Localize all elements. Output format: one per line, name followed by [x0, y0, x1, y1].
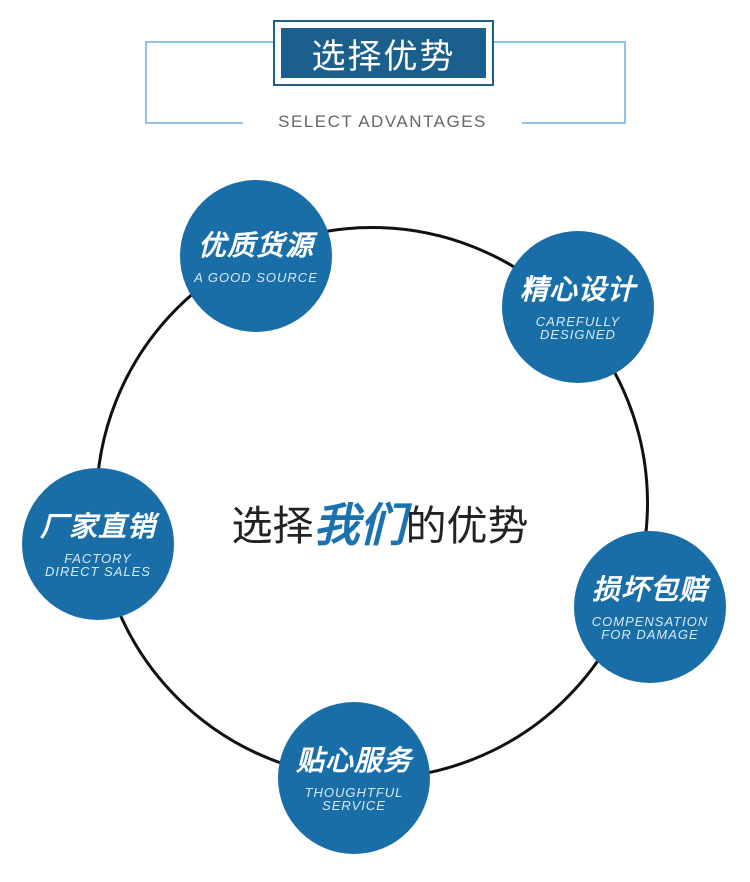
advantage-carefully-designed: 精心设计 CAREFULLY DESIGNED	[502, 231, 654, 383]
advantage-compensation: 损坏包赔 COMPENSATION FOR DAMAGE	[574, 531, 726, 683]
advantage-subtitle: THOUGHTFUL SERVICE	[304, 785, 404, 813]
title-box: 选择优势	[273, 20, 494, 86]
advantage-title: 优质货源	[197, 228, 314, 262]
center-heading-highlight: 我们	[313, 498, 406, 552]
advantage-title: 精心设计	[519, 273, 636, 306]
advantage-title: 厂家直销	[39, 510, 156, 543]
center-heading-suffix: 的优势	[405, 502, 529, 550]
advantage-thoughtful-service: 贴心服务 THOUGHTFUL SERVICE	[278, 702, 430, 854]
header-frame-left-rule	[145, 122, 243, 124]
advantage-title: 贴心服务	[295, 744, 412, 777]
header-frame-right-rule	[522, 122, 626, 124]
page-subtitle: SELECT ADVANTAGES	[278, 112, 487, 131]
center-heading-prefix: 选择	[231, 502, 314, 550]
page-title: 选择优势	[281, 28, 486, 78]
advantage-subtitle: A GOOD SOURCE	[194, 269, 318, 285]
advantage-good-source: 优质货源 A GOOD SOURCE	[180, 180, 332, 332]
advantage-subtitle: FACTORY DIRECT SALES	[45, 551, 151, 579]
advantage-subtitle: COMPENSATION FOR DAMAGE	[591, 614, 709, 642]
advantage-factory-direct: 厂家直销 FACTORY DIRECT SALES	[22, 468, 174, 620]
center-heading: 选择 我们 的优势	[190, 490, 570, 554]
advantage-title: 损坏包赔	[591, 573, 708, 606]
advantage-subtitle: CAREFULLY DESIGNED	[535, 314, 621, 342]
